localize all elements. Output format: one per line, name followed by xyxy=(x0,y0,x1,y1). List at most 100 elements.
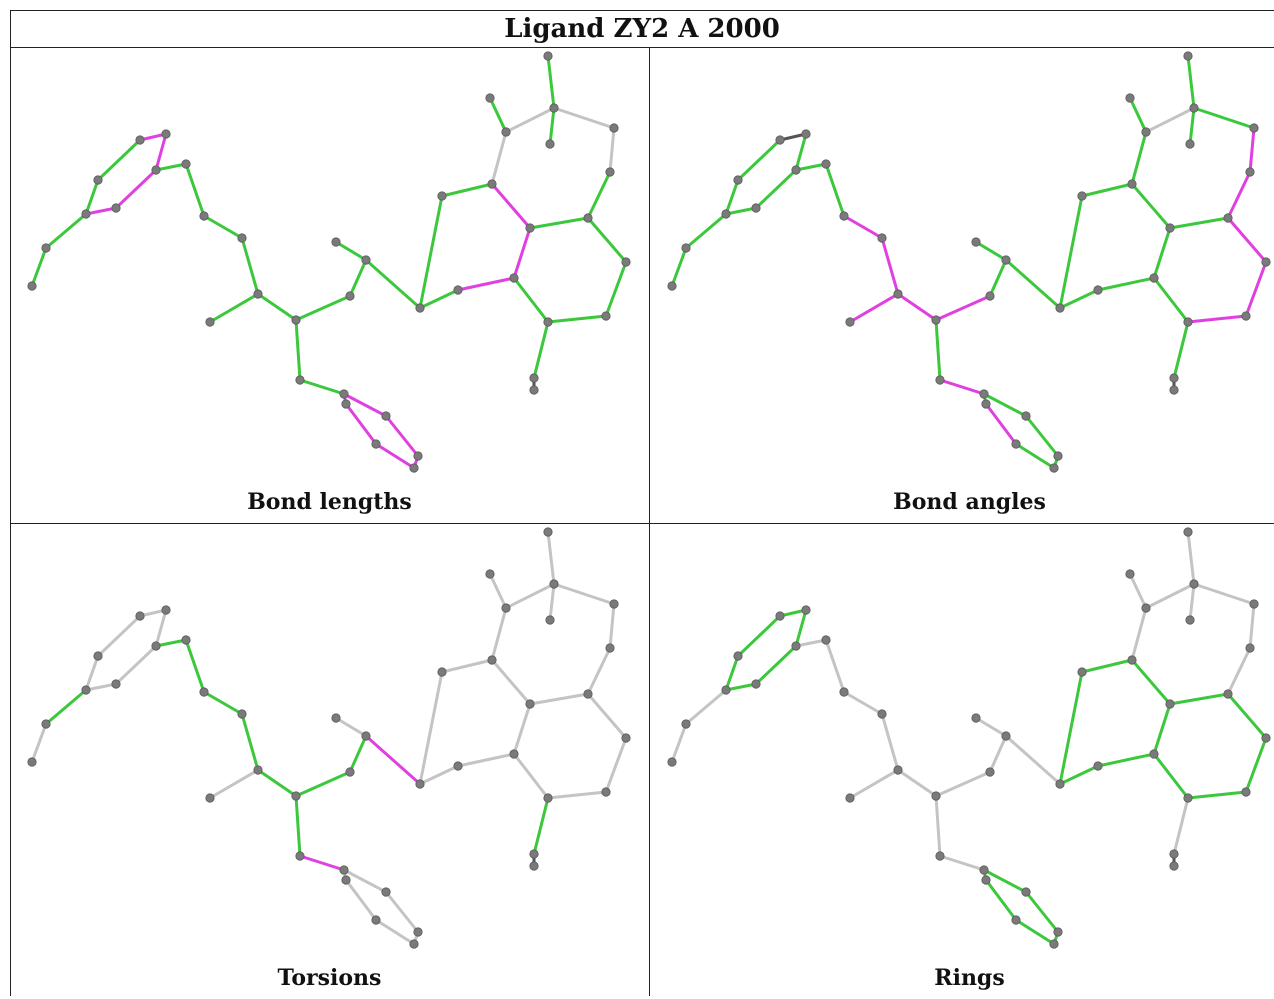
atom-c41 xyxy=(543,317,553,327)
atom-c31 xyxy=(501,603,511,613)
atom-c22 xyxy=(409,939,419,949)
panel-bond-angles: Bond angles xyxy=(650,48,1274,523)
table-frame xyxy=(10,10,1274,996)
bond-c15-c17 xyxy=(348,734,368,774)
atom-c12 xyxy=(253,765,263,775)
bond-c20-c21 xyxy=(984,878,1018,922)
panel-label: Torsions xyxy=(277,965,382,991)
bond-c8-c5 xyxy=(114,168,158,210)
atom-c33 xyxy=(549,103,559,113)
bond-c17-c25 xyxy=(1004,734,1062,786)
bond-c38-c28 xyxy=(1168,692,1230,706)
atom-c25 xyxy=(415,779,425,789)
bond-c29-c30 xyxy=(1096,276,1156,292)
atom-c16 xyxy=(971,713,981,723)
bond-c33-c36 xyxy=(552,106,616,130)
bond-c3-c4 xyxy=(84,178,100,216)
bond-c41-c29 xyxy=(512,752,550,800)
bond-c28-c29 xyxy=(512,702,532,756)
atom-c27 xyxy=(1127,655,1137,665)
atom-c7 xyxy=(801,129,811,139)
atom-c26 xyxy=(1077,667,1087,677)
atom-c36 xyxy=(609,599,619,609)
atom-c42 xyxy=(529,849,539,859)
atom-c9 xyxy=(821,635,831,645)
atom-c41 xyxy=(543,793,553,803)
bond-c27-c31 xyxy=(1130,606,1148,662)
bond-c37-c38 xyxy=(1226,170,1252,220)
bond-c30-c25 xyxy=(418,764,460,786)
atom-c30 xyxy=(1093,761,1103,771)
atom-c22 xyxy=(1049,939,1059,949)
bond-c7-c8 xyxy=(154,608,168,648)
bond-c31-c33 xyxy=(1144,106,1196,134)
bond-c12-c14 xyxy=(256,768,298,798)
atom-c28 xyxy=(525,699,535,709)
atom-c25 xyxy=(1055,303,1065,313)
bond-c8-c9 xyxy=(154,162,188,172)
bond-c14-c15 xyxy=(934,770,992,798)
bond-c14-c18 xyxy=(934,794,942,858)
bond-c23-c24 xyxy=(1024,414,1060,458)
atom-c16 xyxy=(331,713,341,723)
bond-c14-c18 xyxy=(294,794,302,858)
bond-c41-c29 xyxy=(1152,276,1190,324)
atom-c22 xyxy=(1049,463,1059,473)
atom-c21 xyxy=(371,915,381,925)
molecule-rings xyxy=(667,527,1271,949)
bond-c33-c35 xyxy=(1188,582,1196,622)
atom-c22 xyxy=(409,463,419,473)
atom-c9 xyxy=(821,159,831,169)
atom-c7 xyxy=(161,605,171,615)
bond-c16-c17 xyxy=(334,240,368,262)
bond-c11-c12 xyxy=(240,236,260,296)
bond-c1-c2 xyxy=(670,246,688,288)
bond-c23-c24 xyxy=(384,414,420,458)
panel-torsions: Torsions xyxy=(10,524,649,999)
bond-c38-c39 xyxy=(1226,692,1268,740)
bond-c14-c15 xyxy=(934,294,992,322)
atom-c35 xyxy=(1185,615,1195,625)
bond-c27-c31 xyxy=(1130,130,1148,186)
atom-c6 xyxy=(135,611,145,621)
bond-c38-c39 xyxy=(586,692,628,740)
atom-c1 xyxy=(667,757,677,767)
panel-label: Bond angles xyxy=(893,489,1046,515)
bond-c24-c19 xyxy=(982,392,1028,418)
bond-c16-c17 xyxy=(974,240,1008,262)
atom-c40 xyxy=(1241,311,1251,321)
atom-c1 xyxy=(27,281,37,291)
atom-c38 xyxy=(583,213,593,223)
atom-c9 xyxy=(181,635,191,645)
bond-c3-c5 xyxy=(724,682,758,692)
atom-c26 xyxy=(437,667,447,677)
atom-c39 xyxy=(1261,257,1271,267)
bond-c36-c37 xyxy=(608,602,616,650)
bond-c12-c13 xyxy=(848,768,900,800)
bond-c9-c10 xyxy=(184,638,206,694)
atom-c23 xyxy=(413,451,423,461)
bond-c28-c29 xyxy=(1152,226,1172,280)
bond-c11-c12 xyxy=(880,236,900,296)
bond-c20-c21 xyxy=(344,402,378,446)
atom-c32 xyxy=(1125,93,1135,103)
bond-c40-c41 xyxy=(1186,314,1248,324)
atom-c6 xyxy=(775,135,785,145)
bond-c33-c35 xyxy=(1188,106,1196,146)
bond-c40-c41 xyxy=(1186,790,1248,800)
bond-c38-c28 xyxy=(1168,216,1230,230)
atom-c20 xyxy=(341,875,351,885)
bond-c29-c30 xyxy=(456,276,516,292)
atom-c30 xyxy=(453,761,463,771)
bond-c38-c39 xyxy=(1226,216,1268,264)
panel-label: Rings xyxy=(934,965,1005,991)
atom-c37 xyxy=(1245,167,1255,177)
bond-c3-c5 xyxy=(84,682,118,692)
atom-c35 xyxy=(545,139,555,149)
bond-c3-c5 xyxy=(724,206,758,216)
bond-c10-c11 xyxy=(202,690,244,716)
bond-c9-c10 xyxy=(824,162,846,218)
atom-c24 xyxy=(381,411,391,421)
atom-c36 xyxy=(609,123,619,133)
bond-c18-c19 xyxy=(938,854,986,872)
